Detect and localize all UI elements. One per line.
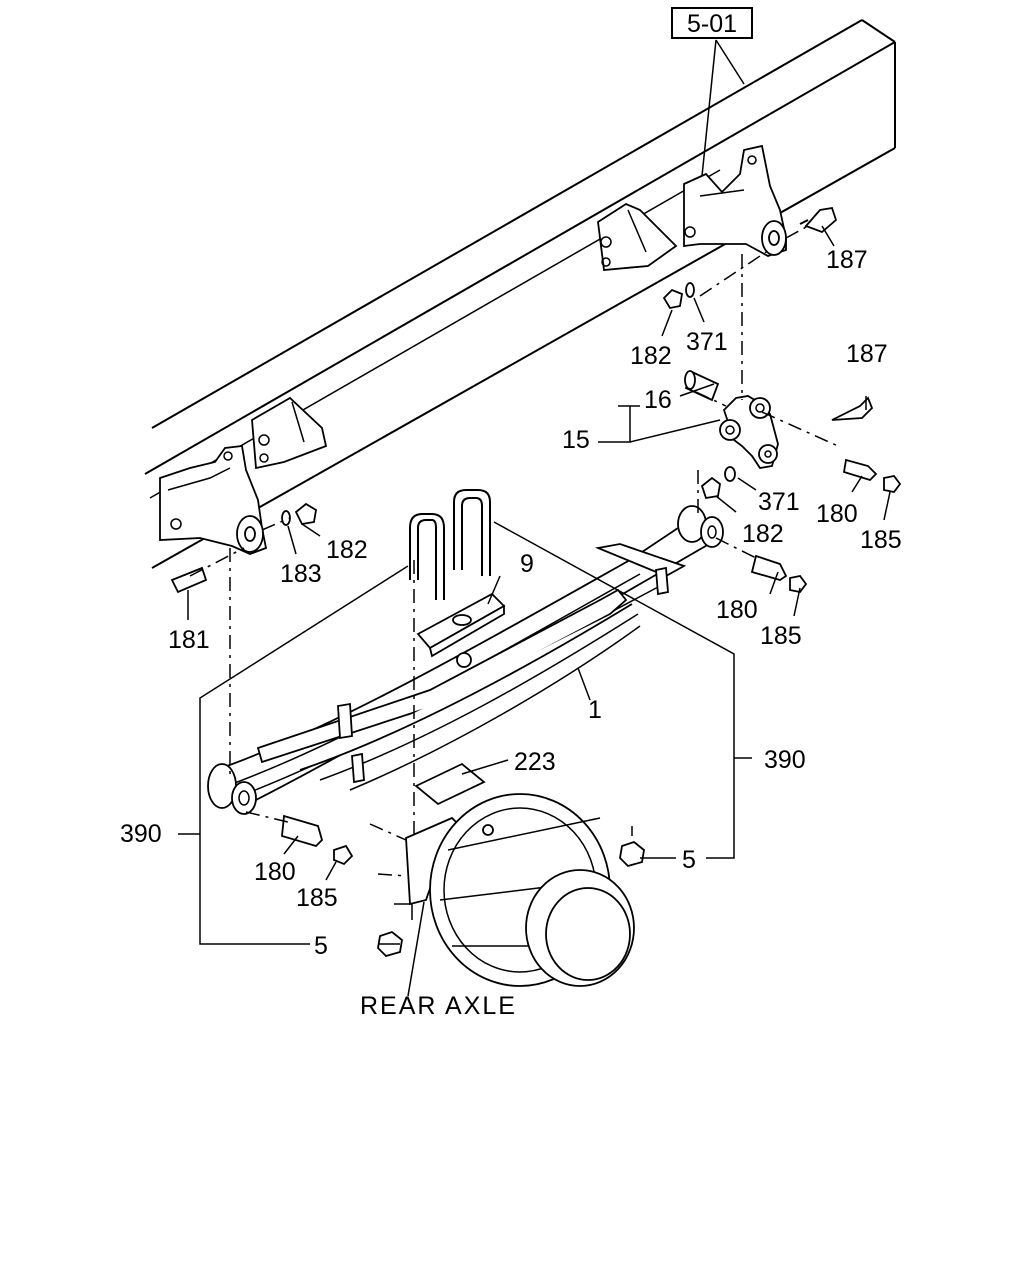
callout-182-top: 182 (630, 342, 672, 370)
callout-9: 9 (520, 550, 534, 578)
callout-180-low: 180 (254, 858, 296, 886)
shackle-bushing (684, 370, 720, 402)
frame-rail (144, 19, 896, 569)
callout-15: 15 (562, 426, 590, 454)
callout-185-r1: 185 (860, 526, 902, 554)
callout-390-right: 390 (764, 746, 806, 774)
reference-box-501: 5-01 (671, 7, 753, 39)
callout-181: 181 (168, 626, 210, 654)
callout-1: 1 (588, 696, 602, 724)
rear-axle-hub (405, 793, 635, 987)
callout-180-r1: 180 (816, 500, 858, 528)
callout-187-mid: 187 (846, 340, 888, 368)
frame-bracket-right (597, 202, 678, 271)
callout-182-left: 182 (326, 536, 368, 564)
callout-185-low: 185 (296, 884, 338, 912)
callout-187-top: 187 (826, 246, 868, 274)
callout-182-mid: 182 (742, 520, 784, 548)
callout-371-mid: 371 (758, 488, 800, 516)
front-spring-hanger-bracket (159, 445, 268, 555)
center-lines (189, 225, 839, 877)
leader-lines (178, 39, 891, 997)
callout-371-top: 371 (686, 328, 728, 356)
rear-axle-label: REAR AXLE (360, 992, 517, 1020)
u-bolts (409, 489, 491, 600)
rear-spring-hanger-bracket (683, 144, 787, 257)
callout-223: 223 (514, 748, 556, 776)
spring-spacer-plate (414, 762, 486, 806)
callout-180-r2: 180 (716, 596, 758, 624)
frame-bracket-left (251, 396, 328, 470)
callout-ref-501: 5-01 (687, 10, 737, 38)
callout-390-left: 390 (120, 820, 162, 848)
spring-shackle (719, 395, 779, 469)
callout-183: 183 (280, 560, 322, 588)
callout-185-r2: 185 (760, 622, 802, 650)
hardware-fasteners (170, 206, 902, 958)
callout-16: 16 (644, 386, 672, 414)
spring-seat-plate (416, 592, 506, 668)
callout-5-right: 5 (682, 846, 696, 874)
callout-5-left: 5 (314, 932, 328, 960)
